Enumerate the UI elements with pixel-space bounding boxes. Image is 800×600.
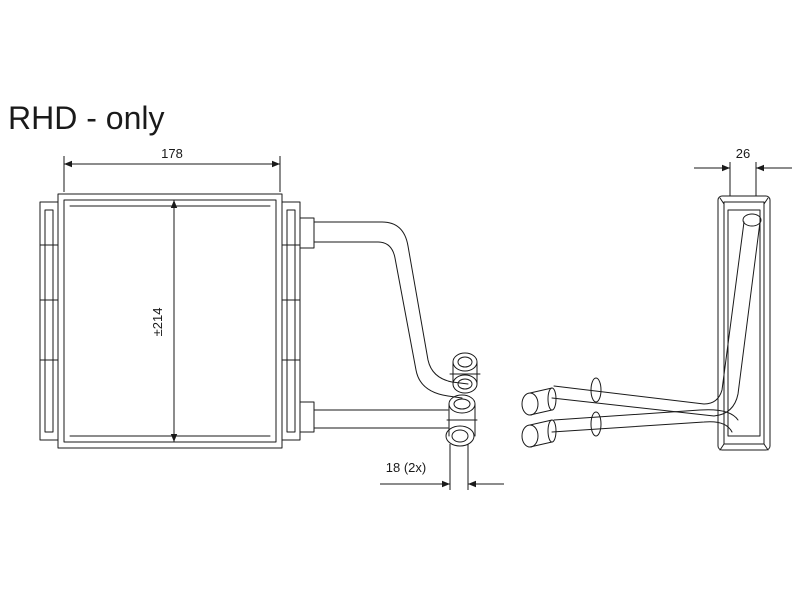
left-tank: [39, 201, 59, 441]
side-lower-pipe: [553, 409, 739, 421]
pipe-dimension: [380, 444, 504, 490]
height-label: ±214: [150, 308, 165, 337]
width-dimension: [63, 156, 281, 192]
depth-dimension: [694, 162, 792, 196]
front-view: [39, 193, 481, 449]
diagram-heading: RHD - only: [8, 100, 165, 136]
upper-pipe: [313, 221, 469, 385]
width-label: 178: [161, 146, 183, 161]
pipe-label: 18 (2x): [386, 460, 426, 475]
upper-pipe-fitting: [449, 352, 481, 394]
right-tank: [281, 201, 301, 441]
lower-pipe-fitting: [445, 394, 478, 447]
side-upper-pipe: [553, 221, 745, 405]
side-core: [717, 195, 771, 451]
side-view: [521, 195, 771, 451]
depth-label: 26: [736, 146, 750, 161]
core-block: [57, 193, 283, 449]
